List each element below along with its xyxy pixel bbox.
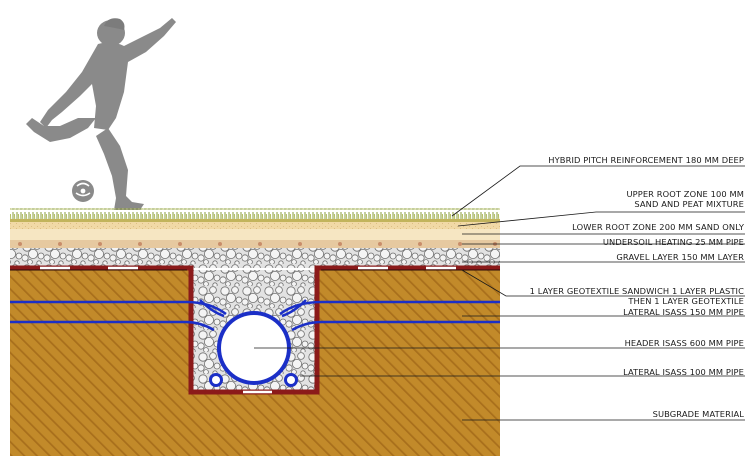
geotextile-membrane — [10, 265, 500, 395]
label-lateral-150: LATERAL ISASS 150 MM PIPE — [623, 307, 744, 317]
lateral-100-pipes — [209, 373, 298, 387]
label-hybrid-reinforcement: HYBRID PITCH REINFORCEMENT 180 MM DEEP — [548, 155, 744, 165]
label-line: GRAVEL LAYER 150 MM LAYER — [616, 252, 744, 262]
label-lower-root-zone: LOWER ROOT ZONE 200 MM SAND ONLY — [572, 222, 744, 232]
label-upper-root-zone: UPPER ROOT ZONE 100 MM SAND AND PEAT MIX… — [626, 189, 744, 209]
lower-root-zone — [10, 229, 500, 240]
label-line: HEADER ISASS 600 MM PIPE — [624, 338, 744, 348]
label-header-600: HEADER ISASS 600 MM PIPE — [625, 338, 744, 348]
gravel-layer — [10, 248, 500, 268]
label-line: LATERAL ISASS 100 MM PIPE — [623, 367, 744, 377]
heating-pipes — [18, 242, 497, 246]
hybrid-grass-layer — [10, 208, 500, 222]
label-subgrade: SUBGRADE MATERIAL — [653, 409, 744, 419]
undersoil-heating-band — [10, 240, 500, 248]
football-icon — [72, 180, 94, 202]
grass-base — [10, 219, 500, 222]
label-line: LATERAL ISASS 150 MM PIPE — [623, 307, 744, 317]
label-line: LOWER ROOT ZONE 200 MM SAND ONLY — [572, 222, 744, 232]
label-line: THEN 1 LAYER GEOTEXTILE — [628, 296, 744, 306]
label-geotextile: 1 LAYER GEOTEXTILE SANDWICH 1 LAYER PLAS… — [530, 286, 744, 306]
label-lateral-100: LATERAL ISASS 100 MM PIPE — [623, 367, 744, 377]
leader-lines — [254, 165, 745, 421]
label-line: 1 LAYER GEOTEXTILE SANDWICH 1 LAYER PLAS… — [529, 286, 744, 296]
label-line: UPPER ROOT ZONE 100 MM — [626, 189, 744, 199]
label-undersoil-heating: UNDERSOIL HEATING 25 MM PIPE — [603, 237, 744, 247]
label-line: UNDERSOIL HEATING 25 MM PIPE — [602, 237, 744, 247]
label-gravel-layer: GRAVEL LAYER 150 MM LAYER — [616, 252, 744, 262]
upper-root-zone — [10, 221, 500, 229]
footballer-silhouette — [26, 18, 176, 210]
lateral-150-pipes — [10, 299, 500, 332]
label-line: HYBRID PITCH REINFORCEMENT 180 MM DEEP — [548, 155, 744, 165]
label-line: SAND AND PEAT MIXTURE — [634, 199, 744, 209]
label-line: SUBGRADE MATERIAL — [652, 409, 744, 419]
